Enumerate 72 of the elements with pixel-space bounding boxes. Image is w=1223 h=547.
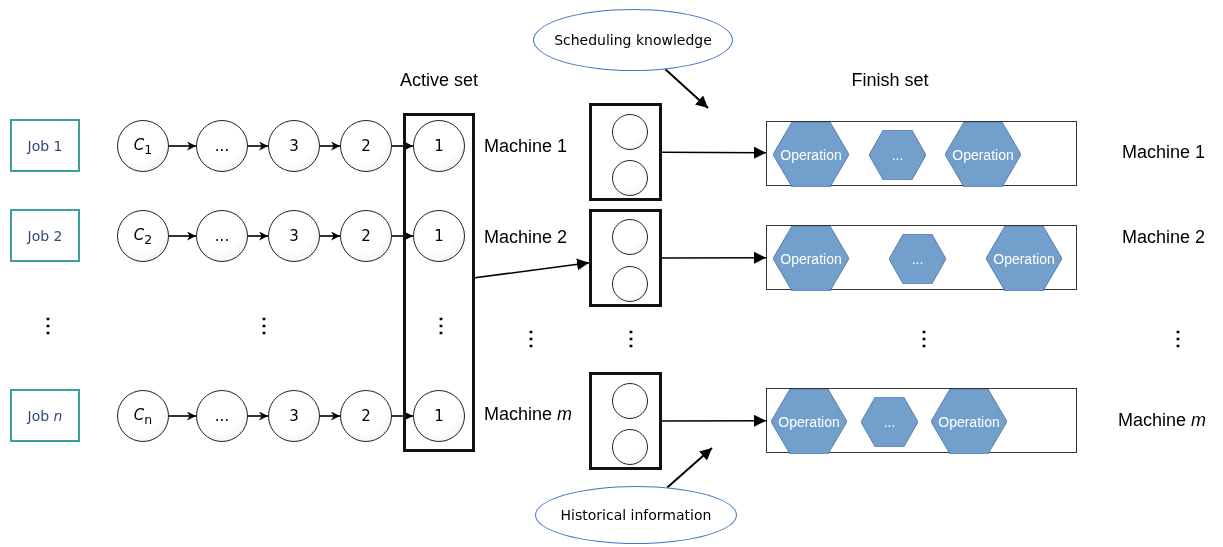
set-heading: Finish set xyxy=(851,70,929,91)
job-box: Job 1 xyxy=(10,119,80,172)
arrow xyxy=(391,141,414,151)
arrow xyxy=(474,258,590,279)
machine-label: Machine 1 xyxy=(1122,142,1206,163)
vertical-ellipsis: ⋮ xyxy=(431,313,451,337)
step-circle xyxy=(612,429,648,465)
machine-buffer-box xyxy=(589,209,662,307)
machine-label: Machine 2 xyxy=(484,227,568,248)
step-circle: 1 xyxy=(413,120,465,172)
step-circle xyxy=(612,160,648,196)
arrow xyxy=(168,141,197,151)
finish-row-box xyxy=(766,225,1077,290)
step-circle xyxy=(612,266,648,302)
step-circle xyxy=(612,219,648,255)
step-circle: C$_{n}$ xyxy=(117,390,169,442)
arrow xyxy=(247,411,269,421)
machine-buffer-box xyxy=(589,372,662,470)
job-box: Job 2 xyxy=(10,209,80,262)
step-circle: C$_{2}$ xyxy=(117,210,169,262)
operation-hexagon: ... xyxy=(889,234,946,284)
step-circle: ... xyxy=(196,390,248,442)
arrow xyxy=(661,414,767,427)
vertical-ellipsis: ⋮ xyxy=(1168,326,1188,350)
arrow xyxy=(661,251,767,264)
arrow xyxy=(319,411,341,421)
step-circle: 2 xyxy=(340,120,392,172)
step-circle: 1 xyxy=(413,390,465,442)
vertical-ellipsis: ⋮ xyxy=(254,313,274,337)
step-circle: 3 xyxy=(268,120,320,172)
operation-hexagon: Operation xyxy=(773,122,849,187)
arrow xyxy=(168,231,197,241)
step-circle: 1 xyxy=(413,210,465,262)
arrow xyxy=(319,231,341,241)
arrow xyxy=(168,411,197,421)
arrow xyxy=(391,231,414,241)
operation-hexagon: Operation xyxy=(945,122,1021,187)
step-circle xyxy=(612,114,648,150)
finish-row-box xyxy=(766,388,1077,453)
input-ellipse: Scheduling knowledge xyxy=(533,9,733,71)
job-box: Job n xyxy=(10,389,80,442)
input-ellipse: Historical information xyxy=(535,486,737,544)
machine-label: Machine m xyxy=(484,404,573,425)
operation-hexagon: Operation xyxy=(773,226,849,291)
vertical-ellipsis: ⋮ xyxy=(914,326,934,350)
step-circle: 2 xyxy=(340,390,392,442)
vertical-ellipsis: ⋮ xyxy=(621,326,641,350)
step-circle xyxy=(612,383,648,419)
operation-hexagon: ... xyxy=(861,397,918,447)
arrow xyxy=(319,141,341,151)
step-circle: C$_{1}$ xyxy=(117,120,169,172)
operation-hexagon: Operation xyxy=(771,389,847,454)
set-heading: Active set xyxy=(399,70,479,91)
operation-hexagon: Operation xyxy=(931,389,1007,454)
step-circle: 3 xyxy=(268,210,320,262)
arrow xyxy=(247,231,269,241)
arrow xyxy=(247,141,269,151)
operation-hexagon: ... xyxy=(869,130,926,180)
operation-hexagon: Operation xyxy=(986,226,1062,291)
machine-label: Machine 2 xyxy=(1122,227,1206,248)
machine-buffer-box xyxy=(589,103,662,201)
step-circle: 2 xyxy=(340,210,392,262)
step-circle: 3 xyxy=(268,390,320,442)
step-circle: ... xyxy=(196,210,248,262)
vertical-ellipsis: ⋮ xyxy=(521,326,541,350)
step-circle: ... xyxy=(196,120,248,172)
arrow xyxy=(391,411,414,421)
machine-label: Machine 1 xyxy=(484,136,568,157)
vertical-ellipsis: ⋮ xyxy=(38,313,58,337)
machine-label: Machine m xyxy=(1118,410,1207,431)
arrow xyxy=(661,146,767,159)
finish-row-box xyxy=(766,121,1077,186)
